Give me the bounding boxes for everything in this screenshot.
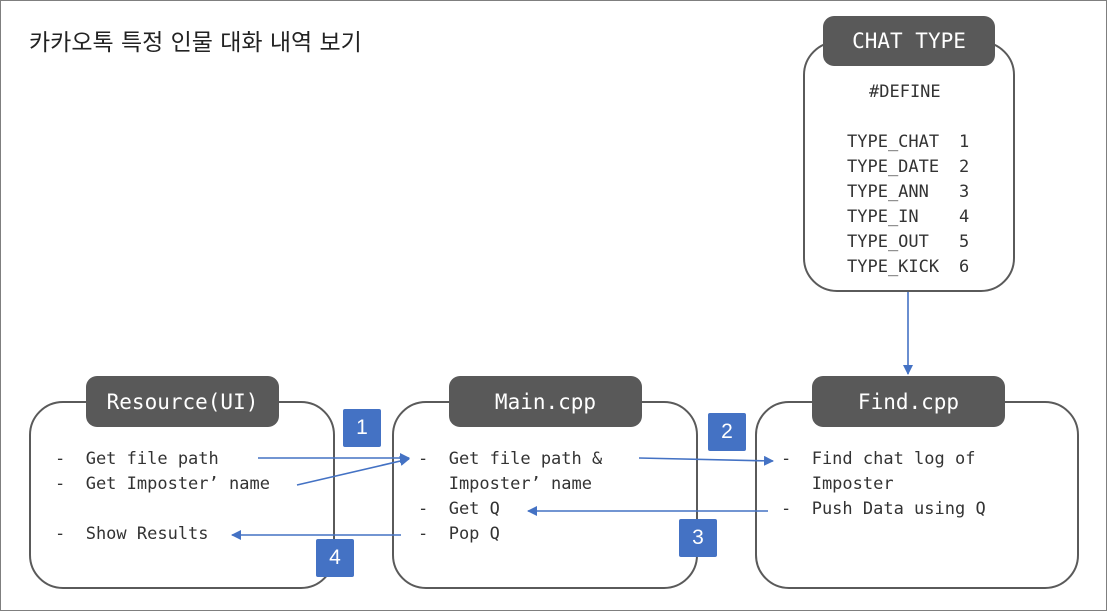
main-line-pop-q: - Pop Q xyxy=(418,524,500,544)
step-badge-1: 1 xyxy=(343,409,381,447)
resource-tab: Resource(UI) xyxy=(86,376,279,427)
type-value: 1 xyxy=(959,132,970,152)
resource-line-file-path: - Get file path xyxy=(55,449,219,469)
define-label: #DEFINE xyxy=(869,82,941,102)
type-value: 5 xyxy=(959,232,970,252)
find-line-imposter: Imposter xyxy=(781,474,894,494)
find-tab: Find.cpp xyxy=(812,376,1005,427)
find-line-push-data: - Push Data using Q xyxy=(781,499,986,519)
type-name: TYPE_KICK xyxy=(847,257,940,277)
step-badge-4: 4 xyxy=(316,539,354,577)
type-value: 2 xyxy=(959,157,970,177)
main-line-imposter-name: Imposter’ name xyxy=(418,474,592,494)
find-line-chat-log: - Find chat log of xyxy=(781,449,976,469)
resource-line-imposter-name: - Get Imposter’ name xyxy=(55,474,270,494)
main-box xyxy=(392,401,698,589)
type-name: TYPE_ANN xyxy=(847,182,929,202)
type-name: TYPE_OUT xyxy=(847,232,929,252)
type-name: TYPE_DATE xyxy=(847,157,940,177)
type-value: 3 xyxy=(959,182,970,202)
main-tab: Main.cpp xyxy=(449,376,642,427)
main-line-get-file-path: - Get file path & xyxy=(418,449,603,469)
step-badge-2: 2 xyxy=(708,413,746,451)
find-box xyxy=(755,401,1079,589)
type-name: TYPE_IN xyxy=(847,207,919,227)
page-title: 카카오톡 특정 인물 대화 내역 보기 xyxy=(29,30,362,56)
chat-type-tab: CHAT TYPE xyxy=(823,16,995,66)
chat-type-box xyxy=(803,41,1015,292)
type-value: 4 xyxy=(959,207,970,227)
type-value: 6 xyxy=(959,257,970,277)
step-badge-3: 3 xyxy=(679,519,717,557)
type-name: TYPE_CHAT xyxy=(847,132,940,152)
resource-box xyxy=(29,401,335,589)
main-line-get-q: - Get Q xyxy=(418,499,500,519)
resource-line-show-results: - Show Results xyxy=(55,524,209,544)
